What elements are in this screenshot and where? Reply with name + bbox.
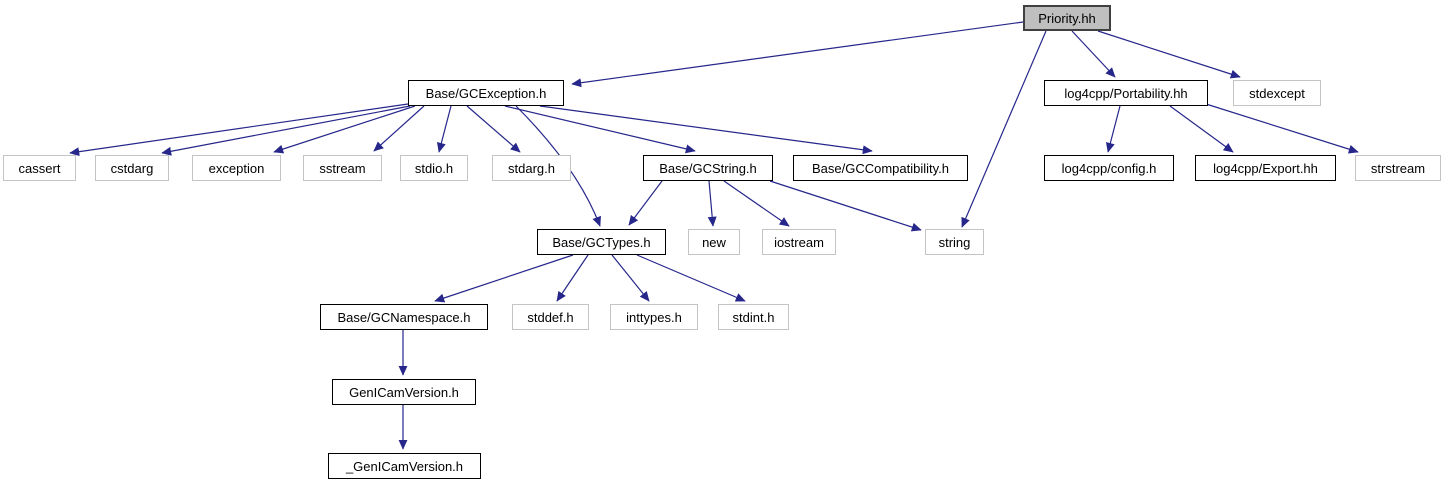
edge-gcstring-to-gctypes <box>628 180 663 226</box>
node-inttypes-h: inttypes.h <box>610 304 698 330</box>
node-cassert: cassert <box>3 155 76 181</box>
node-log4cpp-portability-hh[interactable]: log4cpp/Portability.hh <box>1044 80 1208 106</box>
edge-portability-to-config <box>1105 105 1121 153</box>
edge-gctypes-to-stddefh <box>556 254 589 302</box>
edge-gctypes-to-stdinth <box>636 254 746 302</box>
edge-gcexception-to-cassert <box>69 103 409 157</box>
node-genicamversion-h[interactable]: GenICamVersion.h <box>332 379 476 405</box>
node-log4cpp-export-hh[interactable]: log4cpp/Export.hh <box>1195 155 1336 181</box>
edge-gcstring-to-string <box>769 180 922 232</box>
edge-priority-to-portability <box>1071 30 1116 78</box>
edge-gcstring-to-new <box>707 180 717 227</box>
node-sstream: sstream <box>303 155 382 181</box>
node-new: new <box>688 229 740 255</box>
node-base-gcstring-h[interactable]: Base/GCString.h <box>643 155 773 181</box>
edge-gctypes-to-gcnamespace <box>434 254 574 303</box>
edge-priority-to-string <box>961 30 1047 228</box>
node-string: string <box>925 229 984 255</box>
node-stdio-h: stdio.h <box>400 155 468 181</box>
node-log4cpp-config-h[interactable]: log4cpp/config.h <box>1044 155 1174 181</box>
edge-priority-to-gcexception <box>571 21 1024 88</box>
edge-gctypes-to-inttypesh <box>611 254 650 302</box>
node-base-gcexception-h[interactable]: Base/GCException.h <box>408 80 564 106</box>
edge-gcstring-to-iostream <box>723 180 790 227</box>
node-stddef-h: stddef.h <box>512 304 589 330</box>
edge-gcexception-to-gccompat <box>539 105 873 155</box>
edge-gcexception-to-sstream <box>373 105 425 152</box>
node-stdexcept: stdexcept <box>1233 80 1321 106</box>
edge-gcexception-to-gcstring <box>504 105 696 154</box>
node-base-gcnamespace-h[interactable]: Base/GCNamespace.h <box>320 304 488 330</box>
edge-priority-to-stdexcept <box>1097 30 1241 79</box>
edge-portability-to-export <box>1169 105 1234 153</box>
edge-gcexception-to-exception <box>273 105 416 154</box>
node-base-gctypes-h[interactable]: Base/GCTypes.h <box>537 229 666 255</box>
node-strstream: strstream <box>1355 155 1441 181</box>
node-ugenicamversion-h[interactable]: _GenICamVersion.h <box>328 453 481 479</box>
node-exception: exception <box>192 155 281 181</box>
node-iostream: iostream <box>762 229 836 255</box>
node-base-gccompatibility-h[interactable]: Base/GCCompatibility.h <box>793 155 968 181</box>
node-priority-hh: Priority.hh <box>1023 5 1111 31</box>
node-stdarg-h: stdarg.h <box>492 155 571 181</box>
edge-gcexception-to-stdargh <box>466 105 521 153</box>
node-stdint-h: stdint.h <box>718 304 789 330</box>
edge-gcexception-to-stdioh <box>436 105 452 153</box>
node-cstdarg: cstdarg <box>95 155 169 181</box>
edge-portability-to-strstream <box>1205 103 1359 154</box>
edge-gcexception-to-cstdarg <box>161 105 411 156</box>
